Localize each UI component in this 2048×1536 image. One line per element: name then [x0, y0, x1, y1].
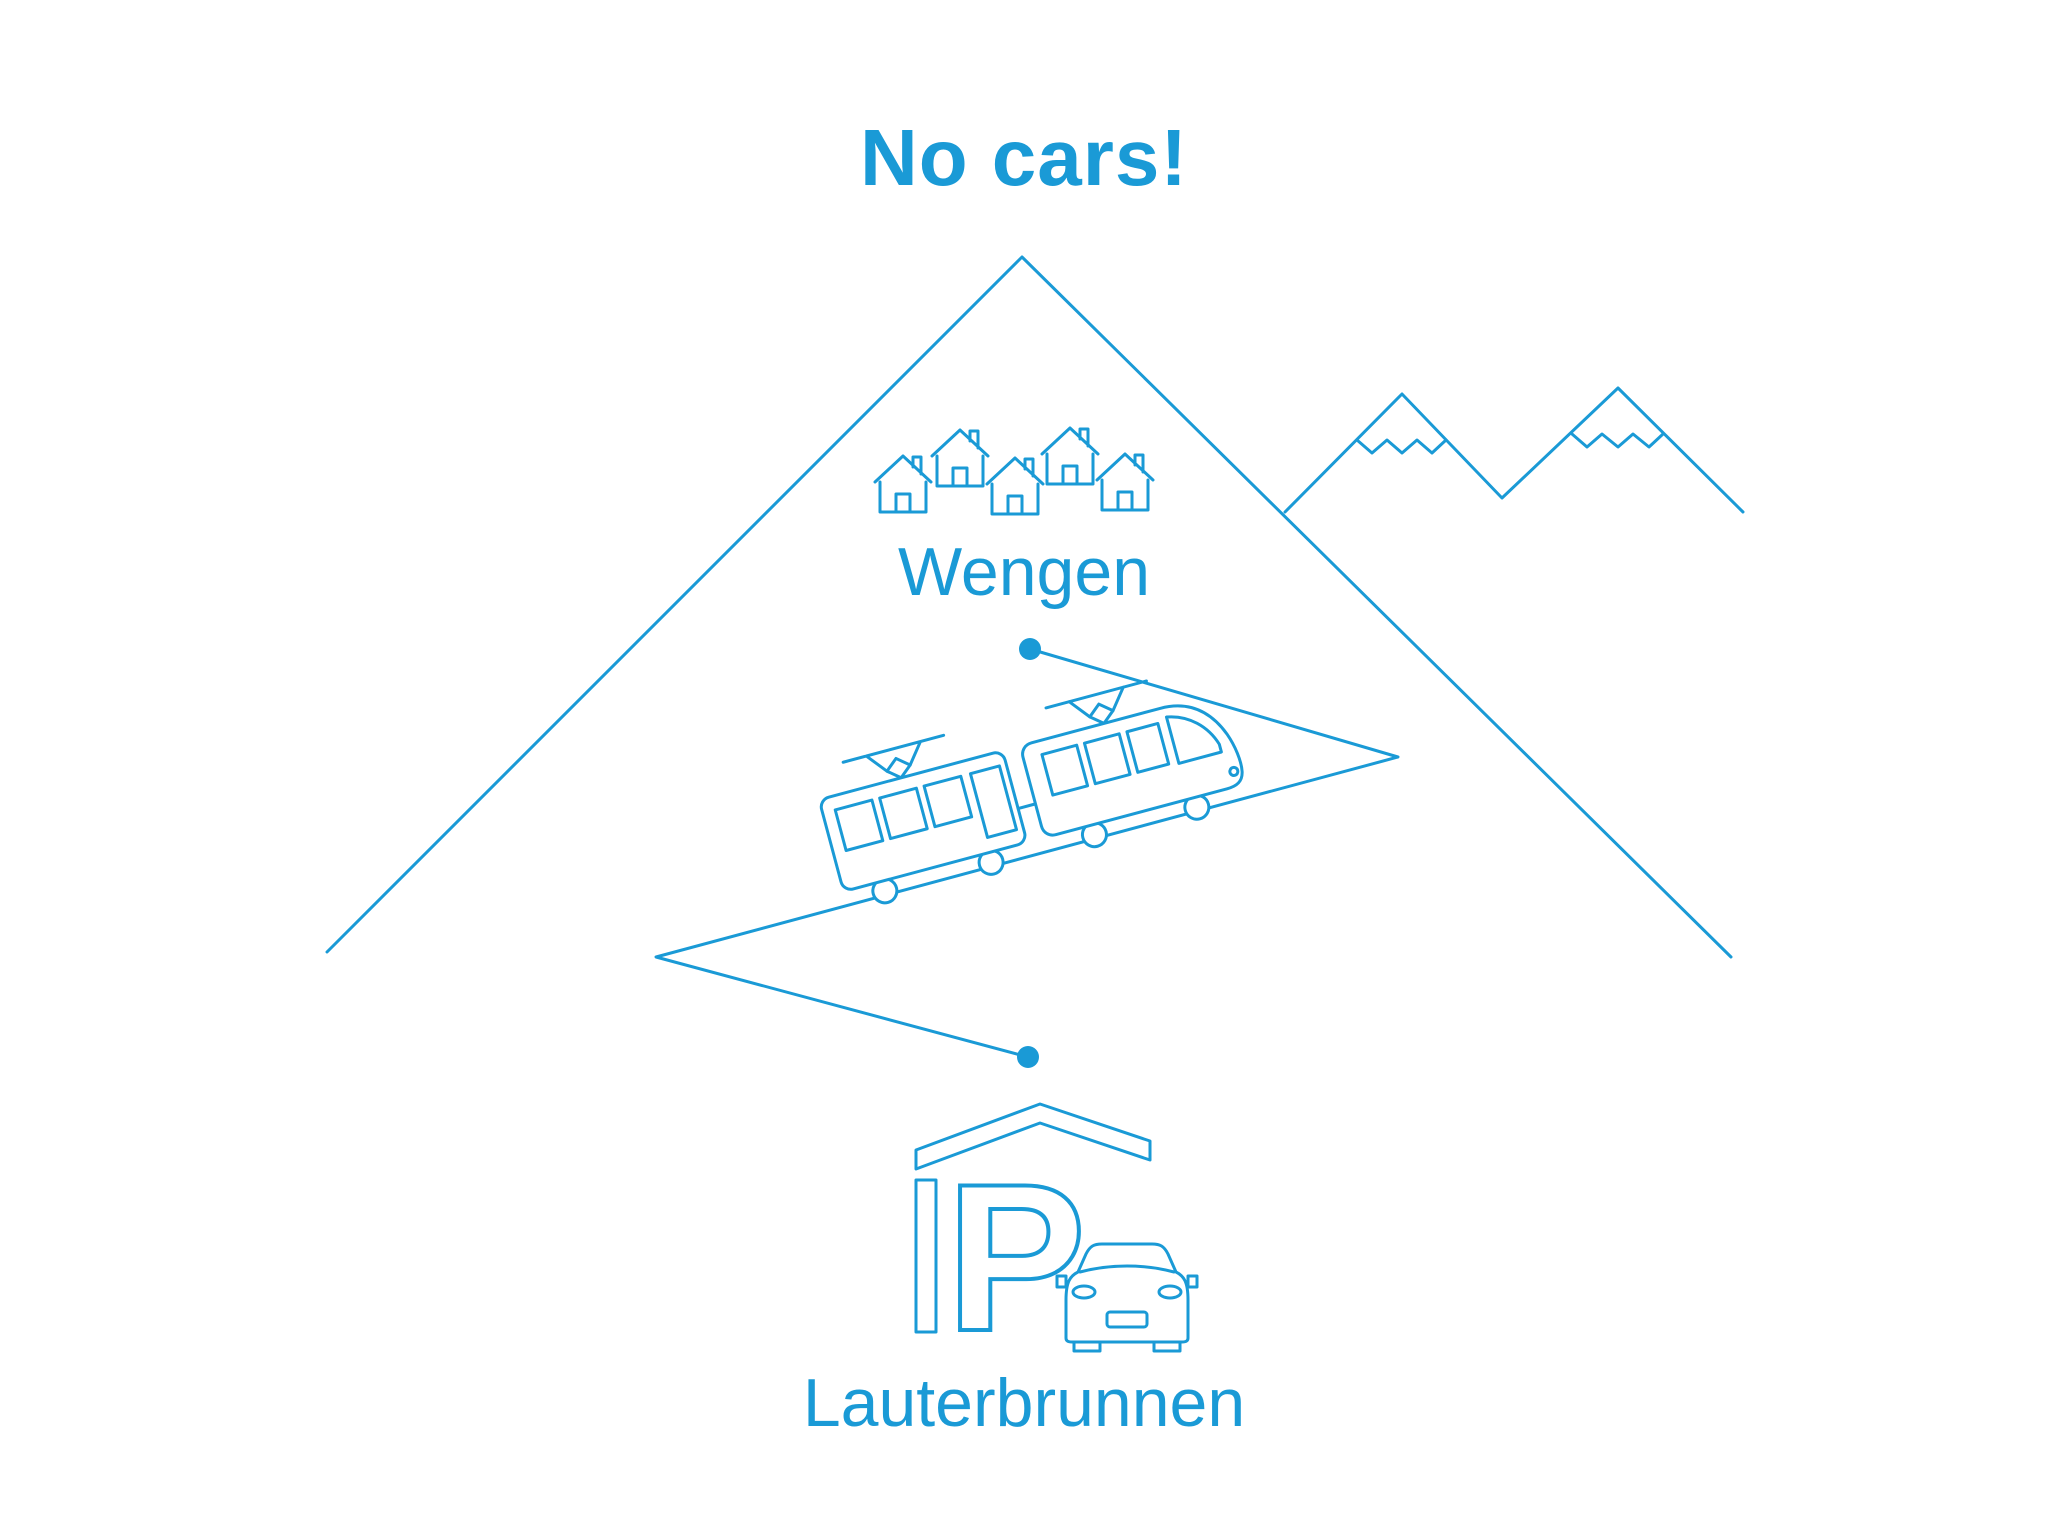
snowcapped-peaks-icon: [1283, 386, 1745, 514]
parking-p-letter: P: [946, 1140, 1086, 1375]
main-mountain-icon: [325, 255, 1733, 959]
station-label-wengen: Wengen: [897, 534, 1151, 610]
house-icon: [930, 428, 990, 488]
route-dot-upper: [1019, 638, 1041, 660]
garage-roof: [914, 1102, 1152, 1171]
house-icon: [985, 456, 1045, 516]
car-icon: [1055, 1242, 1199, 1353]
route-dot-lower: [1017, 1046, 1039, 1068]
station-label-lauterbrunnen: Lauterbrunnen: [802, 1365, 1246, 1441]
parking-garage-icon: P: [914, 1102, 1199, 1377]
garage-wall: [914, 1178, 938, 1334]
house-icon: [1040, 426, 1100, 486]
train-front-carriage: [1021, 704, 1244, 849]
house-icon: [873, 454, 933, 514]
railway-route-line: [654, 638, 1400, 1068]
train-rear-carriage: [819, 751, 1027, 905]
cog-railway-train-icon: [819, 679, 1244, 905]
village-houses-icon: [873, 426, 1155, 516]
page-title: No cars!: [859, 113, 1189, 202]
house-icon: [1095, 452, 1155, 512]
